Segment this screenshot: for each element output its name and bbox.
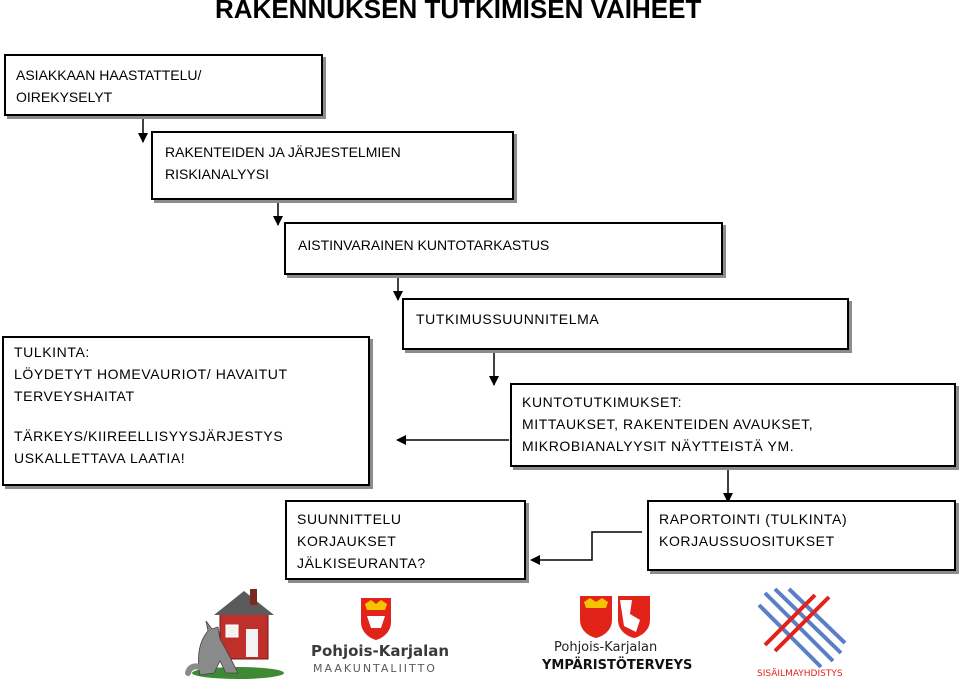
box-sensory-inspection: AISTINVARAINEN KUNTOTARKASTUS (284, 222, 723, 275)
page-title: RAKENNUKSEN TUTKIMISEN VAIHEET (215, 0, 702, 24)
box-design-line: KORJAUKSET (297, 533, 397, 549)
box-design-line: JÄLKISEURANTA? (297, 555, 426, 571)
box-interpretation-line: USKALLETTAVA LAATIA! (14, 450, 186, 466)
box-report-line: KORJAUSSUOSITUKSET (659, 533, 835, 549)
maakuntaliitto-name: Pohjois-Karjalan (311, 642, 450, 660)
sisailmayhdistys-name: SISÄILMAYHDISTYS (757, 669, 843, 679)
box-reporting: RAPORTOINTI (TULKINTA) KORJAUSSUOSITUKSE… (647, 500, 956, 571)
coat-of-arms-icon (361, 598, 391, 640)
box-condition-surveys: KUNTOTUTKIMUKSET: MITTAUKSET, RAKENTEIDE… (510, 383, 956, 467)
box-measurements-line: MITTAUKSET, RAKENTEIDEN AVAUKSET, (522, 416, 814, 432)
box-interpretation-line: TÄRKEYS/KIIREELLISYYSJÄRJESTYS (14, 428, 284, 444)
ymparistoterveys-name: Pohjois-Karjalan (554, 640, 658, 655)
box-interpretation-line: LÖYDETYT HOMEVAURIOT/ HAVAITUT (14, 366, 288, 382)
ymparistoterveys-subtitle: YMPÄRISTÖTERVEYS (542, 658, 693, 673)
box-measurements-line: KUNTOTUTKIMUKSET: (522, 394, 683, 410)
box-research-plan: TUTKIMUSSUUNNITELMA (402, 298, 849, 350)
coat-of-arms-icon (580, 596, 650, 638)
box-risk-line: RISKIANALYYSI (165, 166, 270, 182)
maakuntaliitto-logo: Pohjois-Karjalan MAAKUNTALIITTO (303, 594, 449, 680)
maakuntaliitto-subtitle: MAAKUNTALIITTO (313, 662, 437, 675)
box-measurements-line: MIKROBIANALYYSIT NÄYTTEISTÄ YM. (522, 438, 795, 454)
box-interpretation-line: TULKINTA: (14, 344, 90, 360)
box-interview: ASIAKKAAN HAASTATTELU/ OIREKYSELYT (4, 54, 323, 116)
box-report-line: RAPORTOINTI (TULKINTA) (659, 511, 848, 527)
box-interview-line: ASIAKKAAN HAASTATTELU/ (16, 67, 202, 83)
box-interpretation: TULKINTA: LÖYDETYT HOMEVAURIOT/ HAVAITUT… (2, 336, 370, 486)
box-risk-analysis: RAKENTEIDEN JA JÄRJESTELMIEN RISKIANALYY… (151, 131, 514, 200)
box-risk-line: RAKENTEIDEN JA JÄRJESTELMIEN (165, 144, 401, 160)
box-sensory-line: AISTINVARAINEN KUNTOTARKASTUS (298, 237, 550, 253)
diagonal-stripes-icon (757, 587, 847, 669)
sisailmayhdistys-logo: SISÄILMAYHDISTYS (745, 585, 855, 683)
wolf-house-logo (185, 589, 284, 679)
box-design-line: SUUNNITTELU (297, 511, 402, 527)
arrow-report-to-design (530, 531, 642, 565)
box-interview-line: OIREKYSELYT (16, 89, 113, 105)
box-plan-line: TUTKIMUSSUUNNITELMA (416, 311, 600, 327)
box-interpretation-line: TERVEYSHAITAT (14, 388, 135, 404)
box-design-repairs: SUUNNITTELU KORJAUKSET JÄLKISEURANTA? (285, 500, 526, 580)
ymparistoterveys-logo: Pohjois-Karjalan YMPÄRISTÖTERVEYS (540, 590, 693, 682)
